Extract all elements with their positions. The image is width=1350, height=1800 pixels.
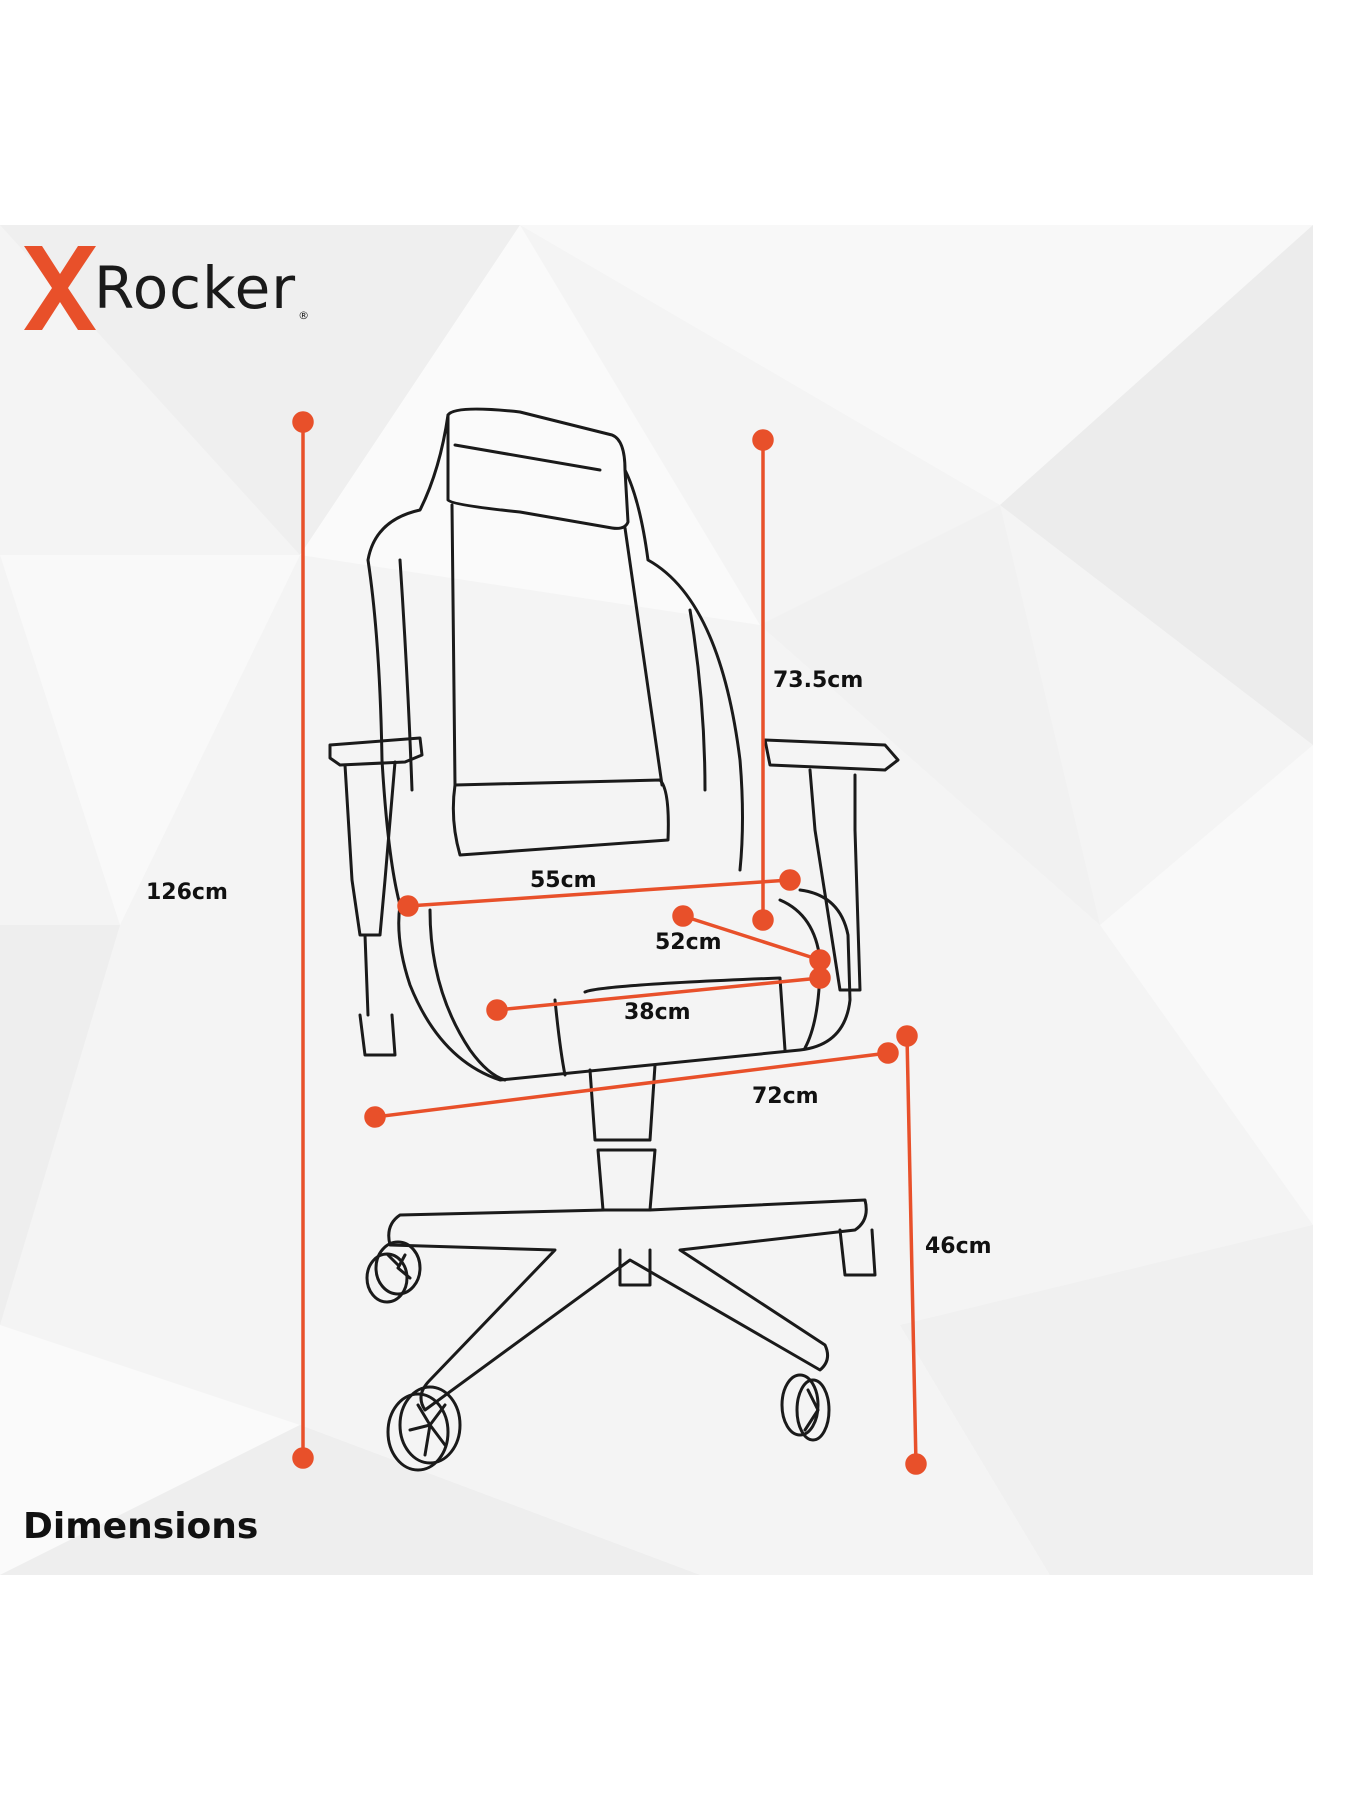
label-seat-height: 46cm [925,1234,992,1259]
brand-logo: Rocker ® [24,246,309,330]
label-seat-depth: 52cm [655,930,722,955]
label-overall-height: 126cm [146,880,228,905]
dimension-lines [292,411,927,1475]
dimension-line-seat-height [905,1035,918,1465]
label-overall-width: 72cm [752,1084,819,1109]
brand-name: Rocker [94,254,297,322]
dimension-line-seat-inner-width [496,976,821,1012]
background-panel [0,225,1313,1575]
label-seat-inner-width: 38cm [624,1000,691,1025]
endpoint-dot [292,1447,314,1469]
page-title: Dimensions [23,1506,259,1547]
endpoint-dot [486,999,508,1021]
endpoint-dot [397,895,419,917]
endpoint-dot [809,967,831,989]
geometric-background [0,225,1313,1575]
label-backrest-height: 73.5cm [773,668,864,693]
dimension-line-seat-width [407,878,791,908]
endpoint-dot [672,905,694,927]
endpoint-dot [292,411,314,433]
endpoint-dot [896,1025,918,1047]
endpoint-dot [877,1042,899,1064]
endpoint-dot [905,1453,927,1475]
x-logo-icon [24,246,96,330]
endpoint-dot [364,1106,386,1128]
endpoint-dot [809,949,831,971]
registered-mark: ® [298,309,310,322]
endpoint-dot [752,429,774,451]
dimension-line-overall-width [374,1051,889,1119]
endpoint-dot [779,869,801,891]
chair-outline [328,407,900,1472]
dimension-line-seat-depth [682,914,821,962]
endpoint-dot [752,909,774,931]
label-seat-width: 55cm [530,868,597,893]
